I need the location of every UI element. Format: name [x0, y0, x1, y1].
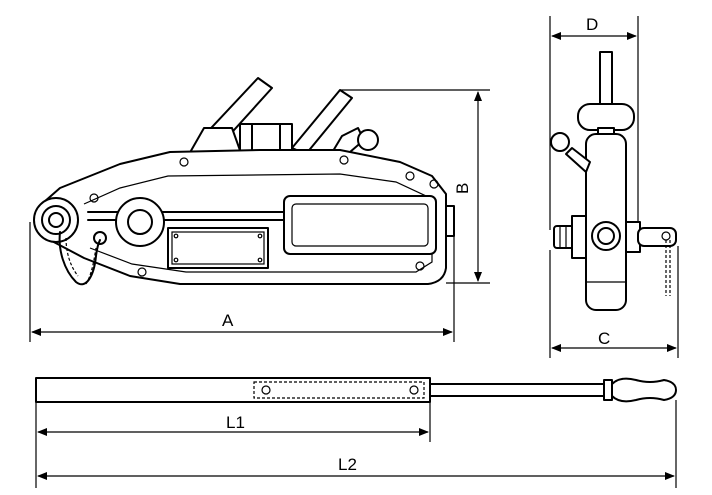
dimension-d: D [549, 15, 639, 230]
label-a: A [222, 311, 234, 330]
handle-inner-tube [429, 383, 611, 397]
dimension-b: B [340, 89, 490, 284]
label-c: C [598, 329, 610, 348]
name-plate [167, 227, 269, 269]
label-d: D [586, 15, 598, 34]
label-l2: L2 [338, 455, 357, 474]
dimension-a: A [29, 222, 455, 342]
label-b: B [453, 183, 472, 194]
front-top-cap [577, 103, 635, 131]
winch-side-view [33, 77, 455, 286]
dimension-c: C [549, 246, 679, 358]
release-knob [357, 129, 379, 151]
label-l1: L1 [226, 413, 245, 432]
dimension-l2: L2 [37, 400, 677, 488]
safety-chain [58, 231, 101, 286]
handle-slot [253, 381, 425, 399]
dimension-l1: L1 [35, 402, 431, 488]
housing-window [283, 195, 437, 255]
winch-front-view [550, 51, 677, 311]
telescopic-handle [35, 377, 677, 403]
handle-grip [611, 377, 677, 403]
